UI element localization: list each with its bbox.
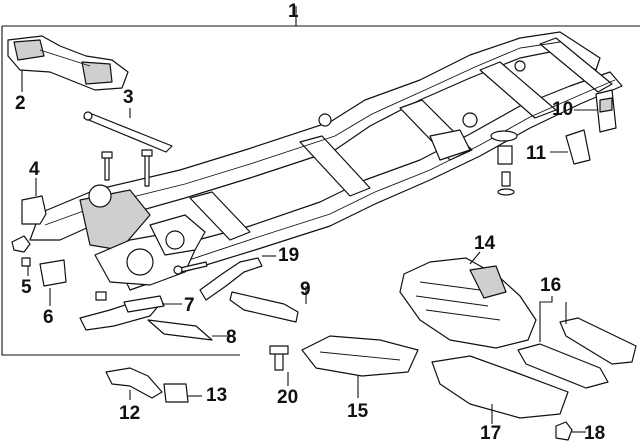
part-11-bracket	[565, 129, 591, 165]
part-8-plate	[147, 319, 213, 341]
callout-10: 10	[552, 99, 574, 120]
callout-2: 2	[15, 93, 26, 114]
leader-lines	[21, 70, 598, 433]
callout-19: 19	[278, 245, 300, 266]
part-14-skid-plate	[399, 257, 537, 349]
part-15-shield	[301, 335, 419, 377]
callout-14: 14	[474, 233, 496, 254]
callout-1: 1	[288, 1, 299, 22]
assembly-bracket	[1, 6, 640, 356]
callout-4: 4	[29, 159, 40, 180]
callout-3: 3	[123, 87, 134, 108]
part-16-rails	[517, 317, 637, 389]
part-19-bracket	[199, 257, 263, 301]
callout-18: 18	[584, 423, 606, 444]
part-17-shield	[431, 355, 569, 419]
part-4-bracket	[21, 195, 47, 225]
bolts-group	[101, 149, 208, 275]
part-3-tube	[83, 111, 173, 153]
part-6-mount	[39, 259, 67, 287]
callout-13: 13	[206, 385, 228, 406]
part-5-clip	[11, 235, 31, 253]
frame-assembly	[29, 31, 623, 291]
callout-5: 5	[21, 277, 32, 298]
callout-8: 8	[226, 327, 237, 348]
callout-12: 12	[119, 403, 141, 424]
callout-11: 11	[526, 143, 547, 164]
part-9-crossmember	[229, 291, 299, 323]
callout-9: 9	[300, 279, 311, 300]
callout-15: 15	[347, 401, 369, 422]
part-12-bracket	[105, 367, 163, 399]
callout-6: 6	[43, 307, 54, 328]
callout-17: 17	[480, 423, 502, 444]
part-13-bracket	[163, 383, 189, 403]
body-mount-stack	[490, 130, 518, 196]
part-18-nut	[555, 421, 573, 441]
callout-16: 16	[540, 275, 562, 296]
part-2-front-crossmember	[7, 35, 129, 91]
callout-20: 20	[277, 387, 299, 408]
callout-7: 7	[184, 295, 195, 316]
part-20-bolt	[269, 345, 289, 371]
